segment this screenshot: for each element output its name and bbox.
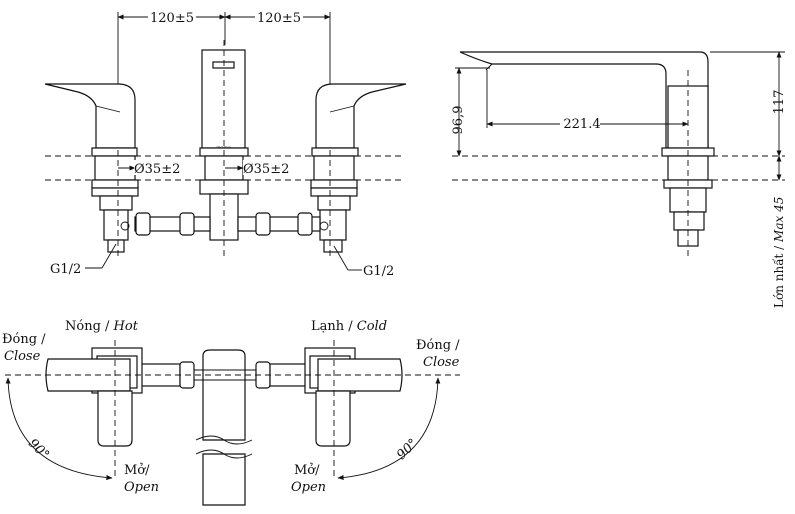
open-left-vi: Mở/ (124, 463, 150, 478)
dim-spacing-left: 120±5 (150, 11, 194, 26)
max-label-en: Max 45 (772, 197, 786, 243)
cold-label-en: Cold (357, 319, 387, 334)
right-valve-assembly (310, 155, 358, 253)
cold-label: Lạnh / Cold (311, 319, 387, 334)
cold-label-vi: Lạnh / (311, 319, 357, 334)
hot-label: Nóng / Hot (65, 319, 139, 334)
front-view: 120±5 120±5 TOTO (44, 9, 407, 279)
thread-right: G1/2 (363, 264, 394, 279)
top-view: 90° 90° Nóng / Hot Lạnh / Cold Đóng / Cl… (2, 319, 460, 506)
side-view: 96,9 221.4 117 Lớn nhất / Max 45 (451, 51, 787, 308)
dim-spacing-right: 120±5 (257, 11, 301, 26)
open-right-en: Open (291, 480, 326, 495)
open-right-vi: Mở/ (294, 463, 320, 478)
max-label-vi: Lớn nhất / (771, 242, 786, 308)
hole-diameter-left: Ø35±2 (134, 162, 180, 177)
dim-spout-height: 96,9 (451, 106, 466, 135)
angle-right: 90° (394, 436, 421, 463)
thread-left: G1/2 (50, 262, 81, 277)
close-left-en: Close (4, 349, 41, 364)
dim-total-height: 117 (772, 90, 787, 115)
cold-handle-top (304, 347, 403, 447)
connecting-hoses (134, 212, 321, 236)
close-left-vi: Đóng / (2, 332, 46, 347)
hot-label-en: Hot (113, 319, 139, 334)
hot-handle-top (45, 347, 143, 447)
spout-body: TOTO (199, 49, 249, 157)
hot-label-vi: Nóng / (65, 319, 114, 334)
left-handle (44, 83, 138, 157)
dim-reach: 221.4 (563, 117, 600, 132)
close-right-en: Close (423, 355, 460, 370)
right-handle (311, 83, 407, 157)
hole-diameter-right: Ø35±2 (243, 162, 289, 177)
max-deck-thickness: Lớn nhất / Max 45 (771, 197, 786, 308)
close-right-vi: Đóng / (416, 338, 460, 353)
left-valve-assembly (91, 155, 139, 253)
open-left-en: Open (124, 480, 159, 495)
